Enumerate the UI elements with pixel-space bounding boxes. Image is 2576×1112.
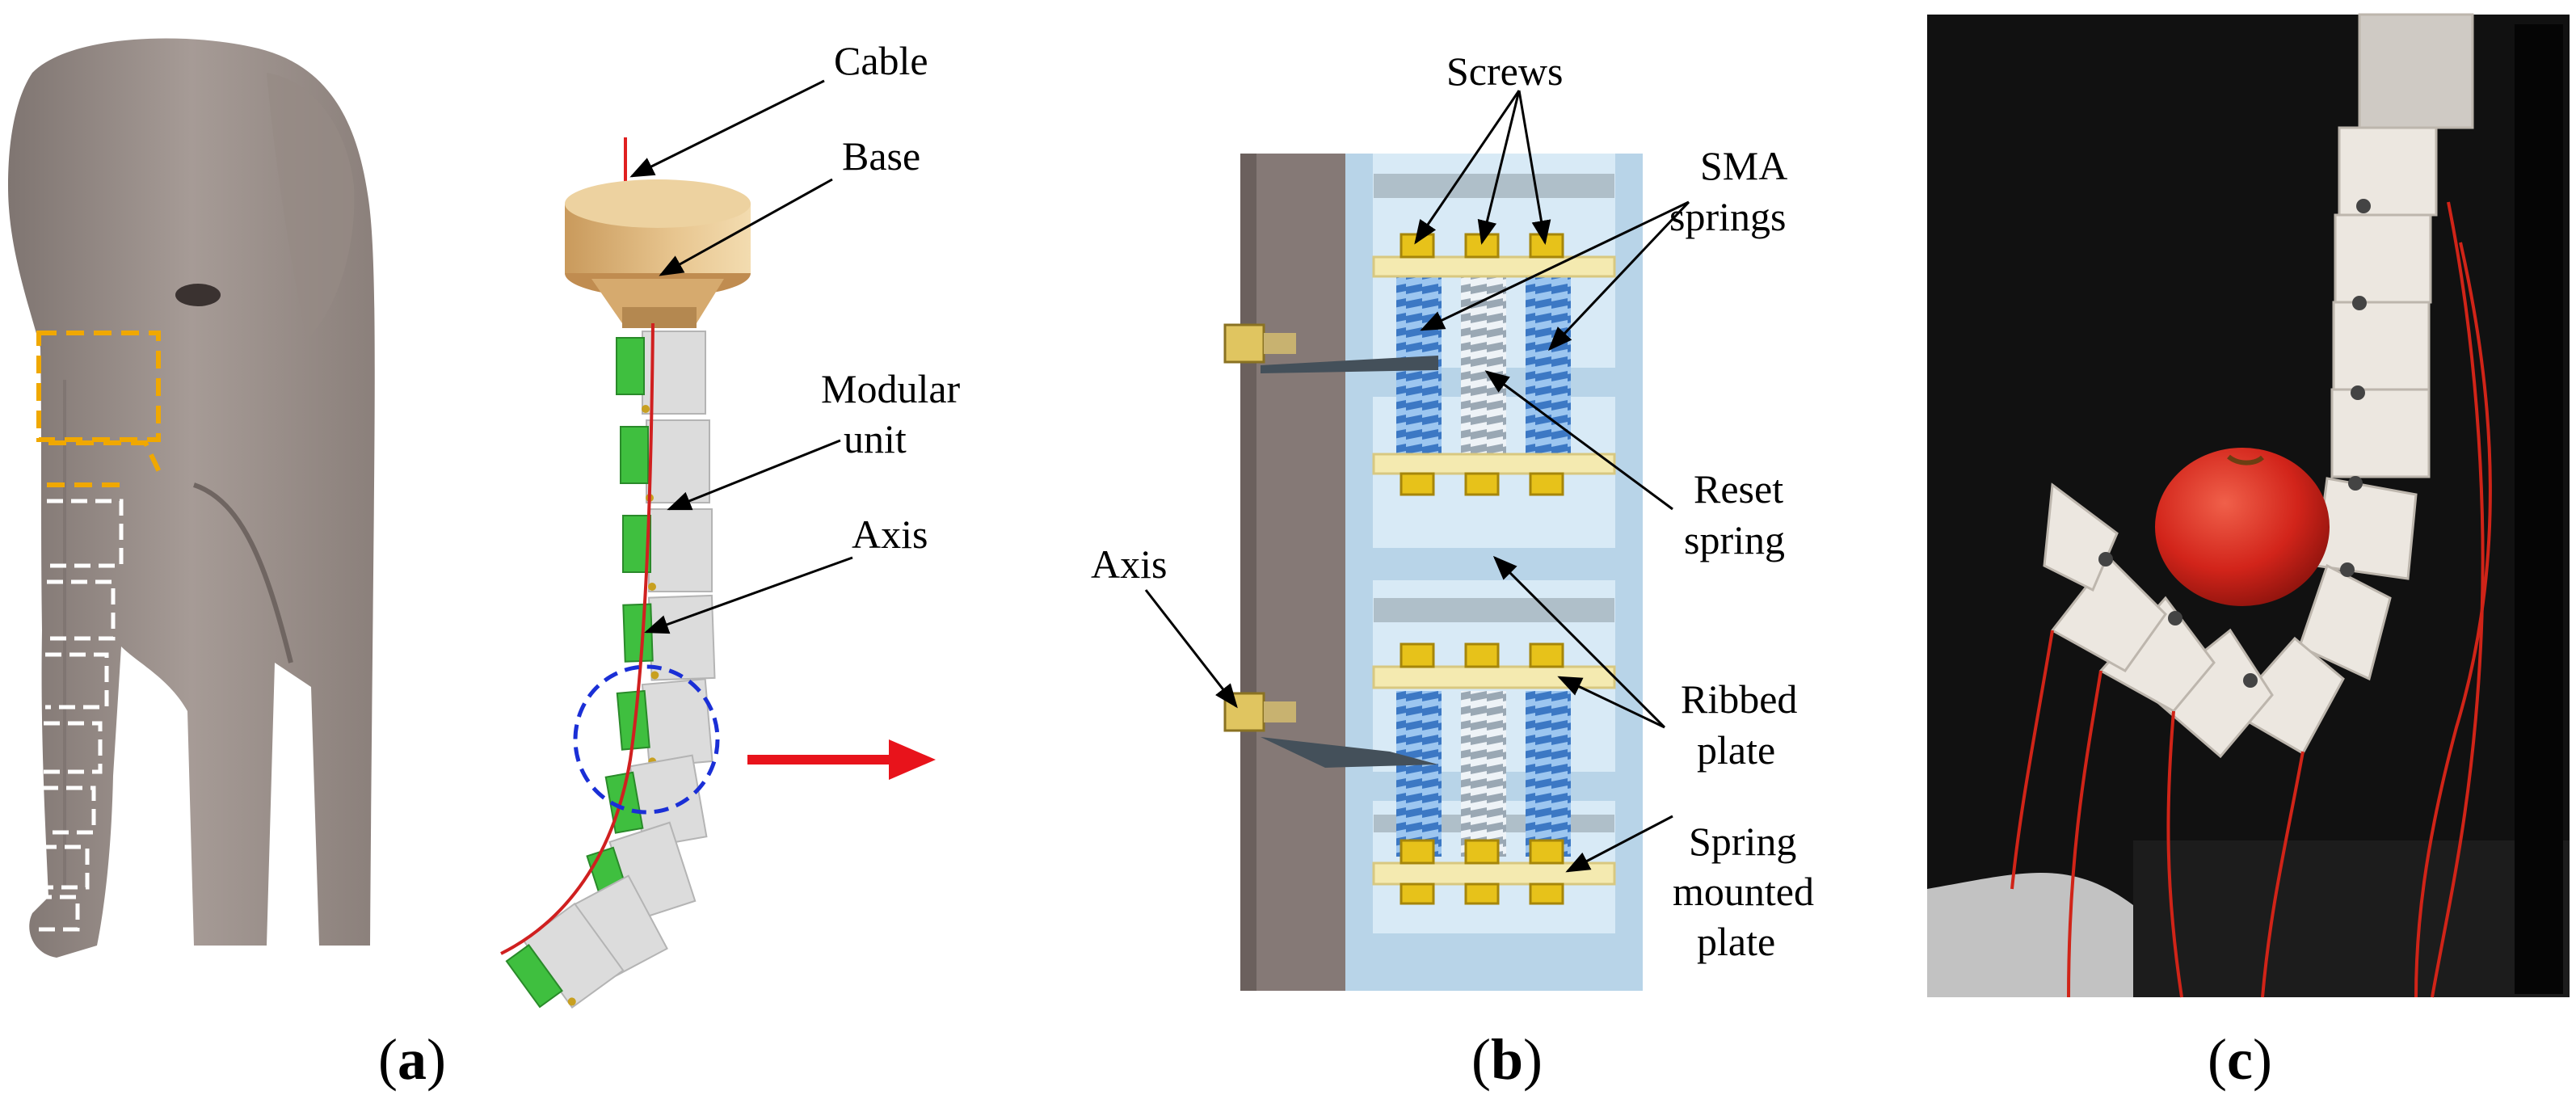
panel-b-annotations: Screws SMA springs Reset spring Ribbed p… — [1091, 48, 1814, 964]
label-ribbed: Ribbed — [1681, 676, 1797, 722]
label-springs: springs — [1669, 194, 1786, 239]
label-spring: Spring — [1689, 819, 1796, 864]
label-ribbed-plate: plate — [1697, 727, 1775, 773]
label-unit: unit — [844, 416, 907, 461]
label-modular: Modular — [821, 366, 961, 411]
elephant-photo — [8, 38, 375, 958]
photo-robot-trunk — [2043, 13, 2474, 759]
label-base: Base — [842, 133, 920, 179]
robot-trunk-cad — [500, 137, 936, 1009]
axis-nut-top — [1223, 323, 1265, 364]
reset-spring-bottom — [1461, 691, 1506, 857]
label-sma: SMA — [1700, 143, 1787, 188]
sma-spring-right-top — [1526, 275, 1571, 457]
detail-circle — [573, 664, 720, 815]
photo-wires — [2010, 201, 2492, 998]
label-mounted-plate: plate — [1697, 919, 1775, 964]
label-reset-spring: spring — [1684, 517, 1785, 562]
caption-c: (c) — [2208, 1027, 2272, 1092]
label-reset: Reset — [1694, 466, 1783, 512]
trunk-segment-outlines — [36, 499, 124, 932]
photo-screws — [2098, 199, 2371, 688]
caption-b: (b) — [1471, 1027, 1543, 1092]
sma-spring-left-bottom — [1396, 691, 1442, 857]
label-cable: Cable — [834, 38, 928, 83]
modular-units — [505, 331, 716, 1009]
label-mounted: mounted — [1673, 869, 1814, 914]
panel-b: Screws SMA springs Reset spring Ribbed p… — [1091, 48, 1814, 1092]
label-axis-b: Axis — [1091, 541, 1167, 587]
base-top — [565, 179, 751, 228]
label-axis-a: Axis — [852, 512, 928, 557]
springs — [1396, 275, 1571, 857]
modular-unit — [616, 331, 706, 415]
panel-c: (c) — [1927, 13, 2570, 1092]
label-screws: Screws — [1446, 48, 1563, 94]
modular-unit — [622, 508, 713, 592]
modular-unit — [620, 419, 710, 503]
reset-spring-top — [1461, 275, 1506, 457]
panel-a: Cable Base Modular unit Axis (a) — [8, 38, 961, 1092]
trunk-highlight-box — [36, 331, 161, 442]
hinge-bar — [1240, 154, 1345, 991]
caption-a: (a) — [378, 1027, 446, 1092]
tomato — [2155, 448, 2330, 606]
sma-spring-right-bottom — [1526, 691, 1571, 857]
trunk-cable — [500, 322, 655, 955]
panel-a-annotations: Cable Base Modular unit Axis — [629, 38, 961, 634]
